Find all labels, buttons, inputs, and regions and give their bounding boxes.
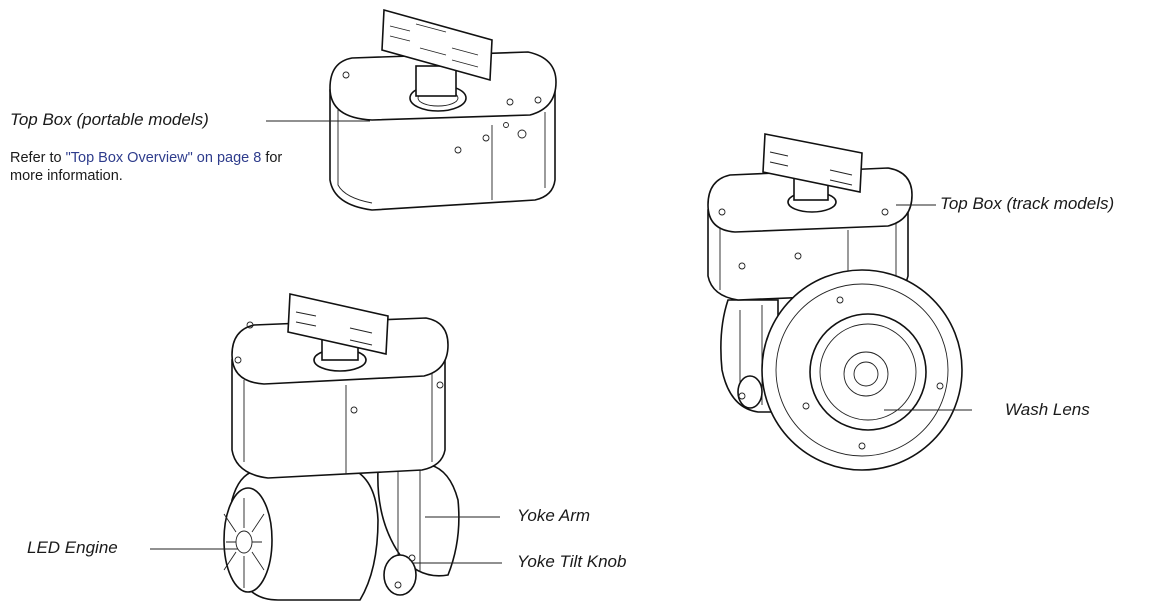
label-yoke-arm: Yoke Arm — [517, 506, 591, 525]
portable-top-box-drawing — [329, 8, 557, 211]
track-fixture-drawing — [707, 133, 963, 471]
label-led-engine: LED Engine — [27, 538, 118, 557]
note-suffix: for more information. — [10, 150, 283, 184]
label-top-box-track: Top Box (track models) — [940, 194, 1115, 213]
note-prefix: Refer to — [10, 150, 66, 166]
label-wash-lens: Wash Lens — [1005, 400, 1090, 419]
label-yoke-tilt-knob: Yoke Tilt Knob — [517, 552, 627, 571]
label-top-box-portable: Top Box (portable models) — [10, 110, 209, 129]
reference-note: Refer to "Top Box Overview" on page 8 fo… — [10, 149, 310, 185]
portable-fixture-drawing — [223, 293, 460, 601]
top-box-overview-link[interactable]: "Top Box Overview" on page 8 — [65, 150, 262, 166]
